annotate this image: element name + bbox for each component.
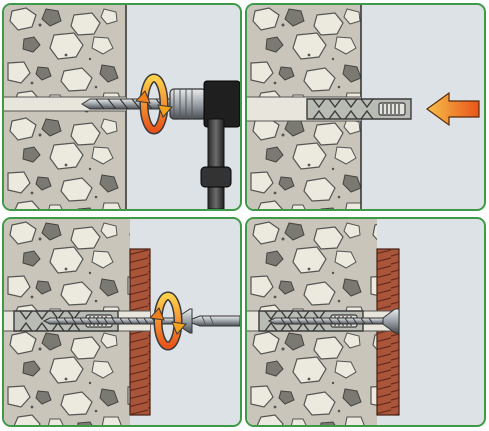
wooden-board <box>129 248 151 416</box>
drill-icon <box>169 80 240 209</box>
step-insert-plug-panel <box>245 3 486 211</box>
push-arrow-icon <box>425 91 480 127</box>
step-fixed-result-panel <box>245 217 486 427</box>
step-drive-screw-panel <box>2 217 242 427</box>
screwdriver-icon <box>191 315 240 327</box>
rotation-arrow-icon <box>135 73 173 135</box>
wall-plug <box>306 98 412 120</box>
step-drill-hole-panel <box>2 3 242 211</box>
drill-bit <box>81 98 171 110</box>
rotation-arrow-icon <box>149 291 187 351</box>
screw <box>267 308 400 334</box>
